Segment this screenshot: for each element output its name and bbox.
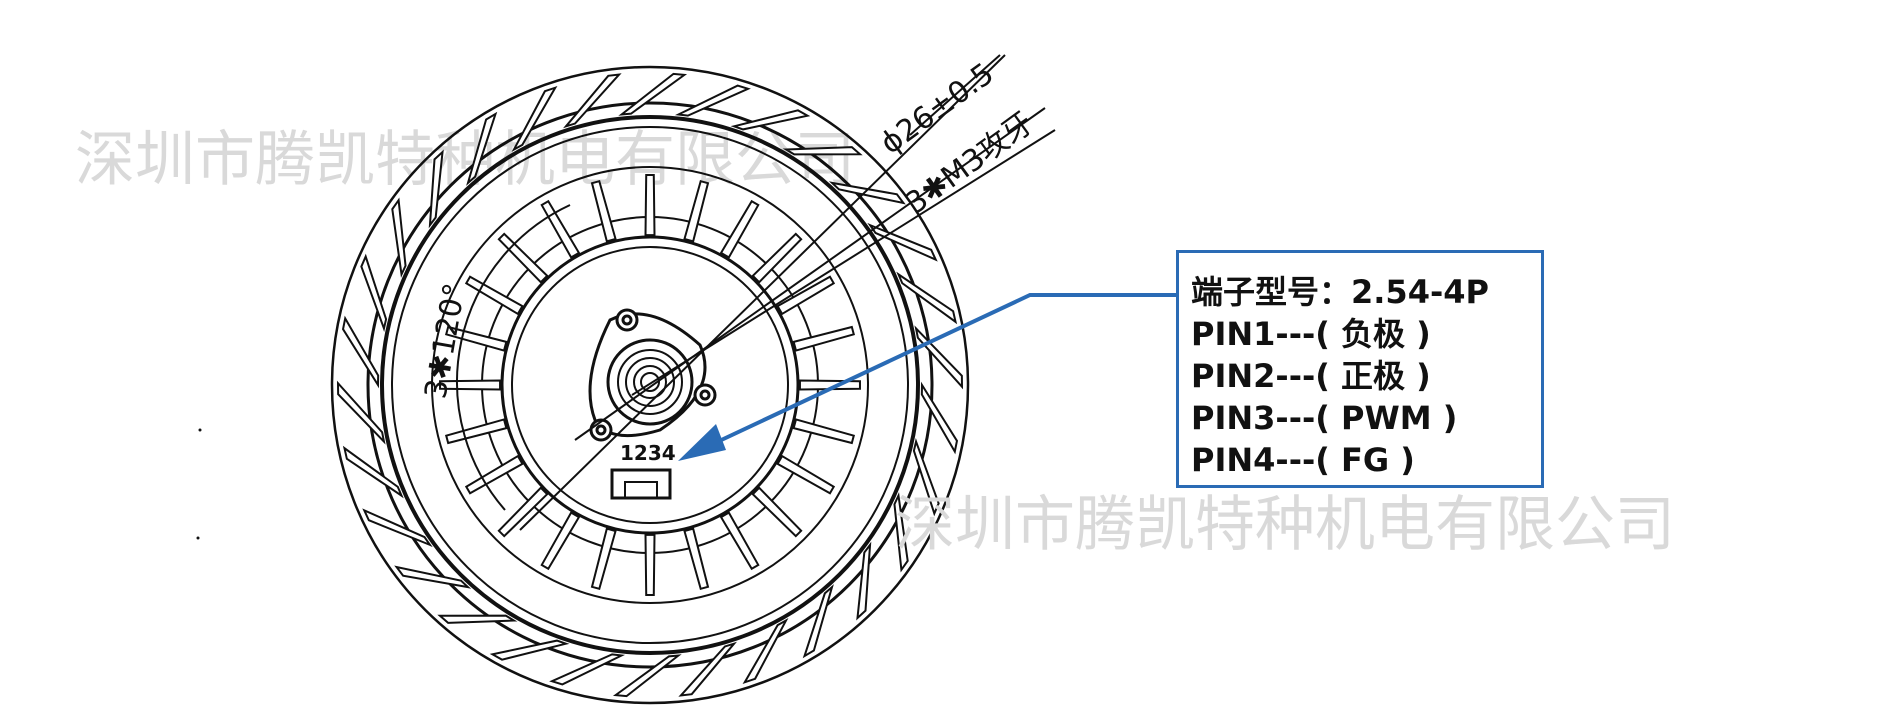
- impeller-blade: [920, 381, 959, 455]
- connector: 1234: [610, 441, 676, 500]
- impeller-blade: [828, 181, 906, 205]
- impeller-blade: [511, 85, 558, 152]
- pin-definition-box: 端子型号：2.54-4P PIN1---( 负极 ) PIN2---( 正极 )…: [1176, 250, 1544, 488]
- impeller-blade: [489, 639, 570, 661]
- motor-rib: [683, 527, 710, 591]
- motor-rib: [792, 325, 856, 352]
- motor-rib: [444, 325, 508, 352]
- impeller-blade: [678, 641, 737, 697]
- terminal-model: 端子型号：2.54-4P: [1191, 273, 1489, 311]
- motor-rib: [444, 418, 508, 445]
- impeller-blade: [612, 654, 682, 698]
- impeller-blades: [336, 72, 964, 698]
- motor-rib: [719, 199, 760, 259]
- stray-dot: [196, 536, 200, 540]
- pin-4: PIN4---( FG ): [1191, 441, 1415, 479]
- impeller-blade: [742, 618, 789, 685]
- motor-rib: [439, 379, 502, 391]
- impeller-blade: [856, 541, 872, 621]
- impeller-blade: [563, 73, 622, 129]
- watermark-top: 深圳市腾凯特种机电有限公司: [75, 125, 855, 195]
- impeller-blade: [867, 222, 938, 262]
- impeller-blade: [618, 72, 688, 116]
- motor-rib: [683, 179, 710, 243]
- impeller-blade: [336, 380, 386, 445]
- motor-rib: [776, 454, 836, 495]
- impeller-blade: [893, 492, 909, 573]
- motor-rib: [464, 454, 524, 495]
- mounting-holes: [589, 308, 717, 442]
- impeller-blade: [896, 271, 958, 325]
- motor-rib: [776, 275, 836, 316]
- motor-rib: [719, 511, 760, 571]
- impeller-blade: [341, 315, 380, 389]
- impeller-blade: [730, 109, 811, 131]
- impeller-blade: [362, 508, 433, 548]
- motor-rib: [590, 527, 617, 591]
- motor-rib: [590, 179, 617, 243]
- impeller-blade: [466, 111, 498, 186]
- impeller-blade: [342, 445, 404, 499]
- pin-2: PIN2---( 正极 ): [1191, 357, 1431, 395]
- motor-rib: [644, 533, 656, 596]
- pin-3: PIN3---( PWM ): [1191, 399, 1458, 437]
- connector-pin-numbers: 1234: [620, 441, 676, 465]
- impeller-blade: [391, 197, 407, 278]
- motor-rib: [540, 511, 581, 571]
- impeller-blade: [428, 149, 444, 229]
- motor-rib: [751, 486, 803, 538]
- watermark-bottom: 深圳市腾凯特种机电有限公司: [895, 490, 1675, 560]
- impeller-blade: [912, 438, 940, 517]
- impeller-blade: [782, 146, 863, 156]
- impeller-blade: [437, 614, 518, 624]
- impeller-blade: [549, 653, 626, 686]
- hub: [588, 312, 707, 438]
- dimension-leaders: [519, 54, 1056, 531]
- stray-dot: [198, 428, 202, 432]
- impeller-blade: [802, 584, 834, 659]
- fan-outer-rings: [330, 65, 970, 705]
- pin-1: PIN1---( 负极 ): [1191, 315, 1431, 353]
- motor-rib: [644, 174, 656, 237]
- impeller-blade: [674, 84, 751, 117]
- motor-rib: [751, 232, 803, 284]
- angle-arc: [456, 204, 571, 511]
- motor-rib: [497, 486, 549, 538]
- impeller-blade: [360, 253, 388, 332]
- callout-arrow: [678, 293, 1176, 461]
- motor-rib: [792, 418, 856, 445]
- impeller-blade: [394, 565, 472, 589]
- motor-rib: [464, 275, 524, 316]
